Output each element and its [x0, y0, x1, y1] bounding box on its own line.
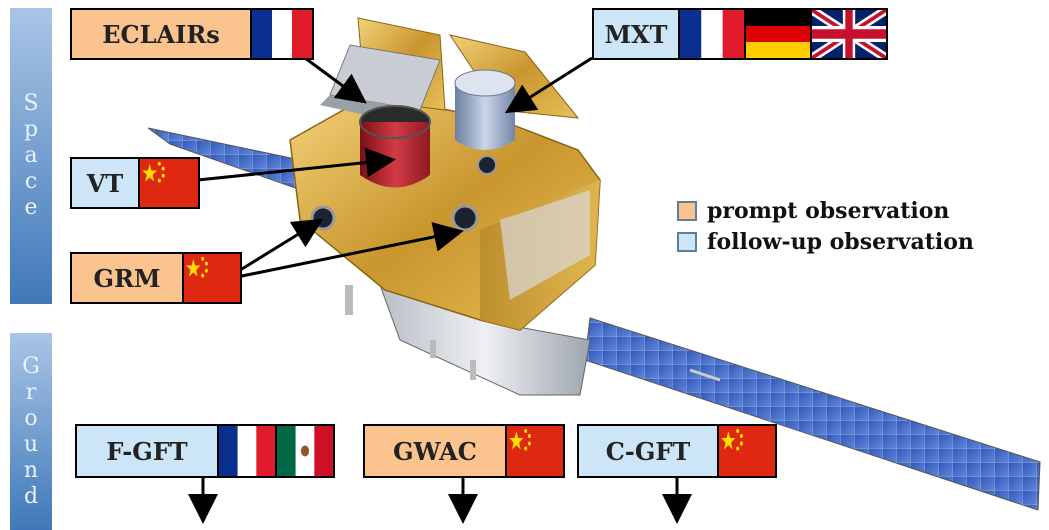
space-letter: a — [24, 143, 38, 168]
legend-prompt-label: prompt observation — [707, 198, 950, 224]
grm-arrow-2 — [236, 222, 464, 279]
grm-label: GRM — [93, 263, 161, 293]
ground-letter: d — [23, 483, 39, 509]
eclairs-label-box: ECLAIRs — [70, 8, 314, 60]
space-sidebar: S p a c e — [10, 8, 52, 304]
eclairs-label: ECLAIRs — [102, 19, 220, 49]
prompt-swatch — [677, 201, 697, 221]
vt-arrow — [197, 147, 396, 182]
space-letter: p — [23, 117, 39, 142]
gwac-label-box: GWAC — [363, 424, 565, 478]
grm-arrow-1 — [236, 218, 324, 274]
germany-flag-icon — [744, 10, 810, 58]
gwac-label: GWAC — [393, 436, 477, 466]
space-letter: S — [23, 91, 39, 116]
france-flag-icon — [217, 426, 275, 476]
grm-label-box: GRM — [70, 252, 242, 304]
mexico-flag-icon — [275, 426, 333, 476]
cgft-label: C-GFT — [605, 436, 691, 466]
ground-sidebar: G r o u n d — [10, 333, 52, 530]
legend-followup-label: follow-up observation — [707, 229, 974, 255]
ground-letter: u — [23, 431, 39, 457]
mxt-arrow — [504, 56, 593, 114]
china-flag-icon — [505, 426, 563, 476]
china-flag-icon — [717, 426, 775, 476]
legend-prompt: prompt observation — [677, 198, 949, 224]
mxt-label: MXT — [604, 19, 668, 49]
france-flag-icon — [678, 10, 744, 58]
followup-swatch — [677, 232, 697, 252]
vt-label-box: VT — [70, 157, 200, 209]
fgft-label-box: F-GFT — [75, 424, 335, 478]
space-letter: c — [24, 169, 38, 194]
mxt-label-box: MXT — [592, 8, 888, 60]
france-flag-icon — [250, 10, 312, 58]
ground-letter: n — [23, 457, 39, 483]
legend-followup: follow-up observation — [677, 229, 974, 255]
china-flag-icon — [138, 159, 198, 207]
fgft-label: F-GFT — [106, 436, 188, 466]
uk-flag-icon — [810, 10, 886, 58]
china-flag-icon — [182, 254, 240, 302]
eclairs-arrow — [304, 56, 367, 104]
space-letter: e — [24, 195, 38, 220]
ground-letter: o — [24, 405, 38, 431]
ground-letter: r — [25, 379, 37, 405]
cgft-label-box: C-GFT — [577, 424, 777, 478]
ground-letter: G — [22, 353, 40, 379]
vt-label: VT — [86, 168, 124, 198]
